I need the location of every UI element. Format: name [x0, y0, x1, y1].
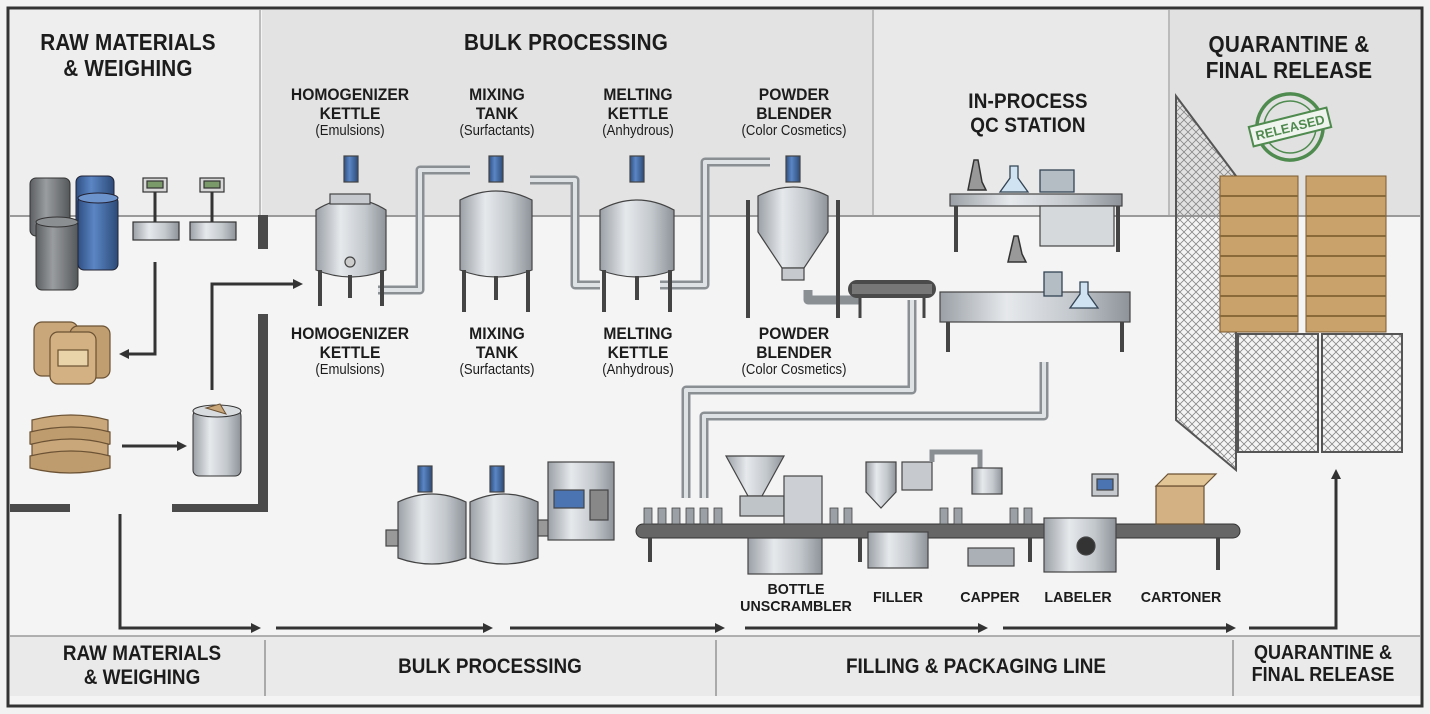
zone-title-raw-materials: RAW MATERIALS & WEIGHING [40, 29, 216, 81]
bottle-icon [643, 507, 1033, 525]
station-label-cartoner: CARTONER [1140, 589, 1222, 606]
scale-icon [132, 177, 237, 241]
arrow-icon [118, 262, 1341, 633]
equipment-subtitle: (Emulsions) [315, 122, 385, 140]
kettle-icon [315, 155, 387, 306]
drum-icon [29, 175, 119, 291]
tank-icon [385, 465, 551, 565]
unscrambler-machine [724, 455, 823, 575]
equipment-subtitle: (Color Cosmetics) [741, 122, 847, 140]
tank-icon [459, 155, 533, 312]
filler-machine [865, 449, 983, 569]
zone-title-quarantine: QUARANTINE & FINAL RELEASE [1205, 31, 1373, 83]
station-label-capper: CAPPER [960, 589, 1020, 606]
equipment-name: HOMOGENIZER KETTLE [290, 324, 410, 363]
footer-band [10, 635, 1420, 696]
equipment-label: HOMOGENIZER KETTLE(Emulsions) [269, 85, 431, 140]
equipment-subtitle: (Surfactants) [459, 361, 535, 379]
capper-machine [967, 467, 1015, 567]
equipment-name: MELTING KETTLE [603, 85, 673, 124]
microscope-icon [967, 159, 1028, 263]
station-label-filler: FILLER [873, 589, 923, 606]
walls [10, 215, 268, 512]
equipment-label: MELTING KETTLE(Anhydrous) [572, 324, 704, 379]
carton-icon [1154, 473, 1218, 525]
stamp-icon: RELEASED [1247, 92, 1333, 162]
labeler-machine [1043, 473, 1119, 573]
equipment-subtitle: (Surfactants) [459, 122, 535, 140]
equipment-label: MIXING TANK(Surfactants) [431, 324, 563, 379]
flask-icon [998, 165, 1100, 309]
equipment-subtitle: (Anhydrous) [602, 361, 674, 379]
equipment-name: MIXING TANK [469, 85, 525, 124]
sack-icon [33, 321, 111, 385]
equipment-name: POWDER BLENDER [756, 85, 832, 124]
qc-bench [939, 193, 1131, 352]
equipment-label: POWDER BLENDER(Color Cosmetics) [720, 85, 867, 140]
pallet-slats [1220, 195, 1386, 317]
equipment-name: HOMOGENIZER KETTLE [290, 85, 410, 124]
equipment-label: HOMOGENIZER KETTLE(Emulsions) [276, 324, 423, 379]
station-label-labeler: LABELER [1044, 589, 1112, 606]
station-label-unscrambler: BOTTLE UNSCRAMBLER [740, 581, 852, 615]
equipment-name: MIXING TANK [469, 324, 525, 363]
equipment-subtitle: (Color Cosmetics) [741, 361, 847, 379]
zone-title-bulk-processing: BULK PROCESSING [464, 29, 668, 55]
control-panel [547, 461, 615, 541]
sack-stack [29, 414, 111, 474]
equipment-label: POWDER BLENDER(Color Cosmetics) [720, 324, 867, 379]
equipment-name: POWDER BLENDER [756, 324, 832, 363]
equipment-subtitle: (Anhydrous) [602, 122, 674, 140]
kettle-icon [599, 155, 675, 312]
conveyor-icon [848, 280, 936, 318]
pallet-icon [1219, 175, 1387, 333]
footer-label-filling-packaging: FILLING & PACKAGING LINE [845, 655, 1107, 678]
footer-label-quarantine: QUARANTINE & FINAL RELEASE [1251, 642, 1395, 687]
blender-icon [746, 155, 840, 318]
equipment-subtitle: (Emulsions) [315, 361, 385, 379]
zone-title-qc-station: IN-PROCESS QC STATION [968, 90, 1088, 137]
equipment-label: MELTING KETTLE(Anhydrous) [572, 85, 704, 140]
footer-label-bulk-processing: BULK PROCESSING [398, 655, 582, 678]
footer-label-raw-materials: RAW MATERIALS & WEIGHING [62, 642, 222, 689]
equipment-name: MELTING KETTLE [603, 324, 673, 363]
drum-icon [192, 403, 242, 477]
equipment-label: MIXING TANK(Surfactants) [431, 85, 563, 140]
